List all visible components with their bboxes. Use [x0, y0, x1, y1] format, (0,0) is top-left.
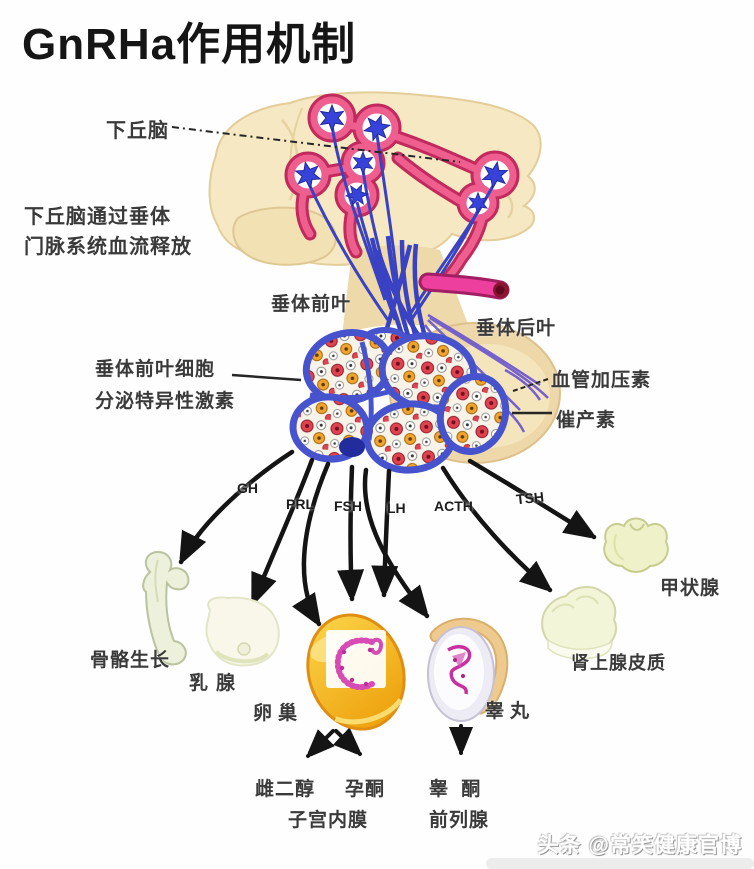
label-thyroid: 甲状腺 — [660, 578, 721, 599]
label-mammary-gland: 乳腺 — [189, 673, 244, 694]
downstream-arrows — [308, 724, 461, 756]
label-ovary: 卵巢 — [253, 703, 304, 724]
label-anterior-cells-line2: 分泌特异性激素 — [95, 391, 236, 412]
mammary-gland-icon — [205, 596, 280, 667]
label-prostate: 前列腺 — [429, 810, 490, 831]
pointer-lines — [171, 126, 552, 415]
label-hormone-fsh: FSH — [334, 498, 362, 514]
label-anterior-cells-line1: 垂体前叶细胞 — [95, 359, 216, 380]
label-hormone-lh: LH — [387, 500, 406, 516]
label-hypothalamus: 下丘脑 — [106, 120, 169, 142]
portal-vein-icon — [418, 272, 510, 300]
label-testosterone: 睾 酮 — [429, 779, 485, 800]
adrenal-cortex-icon — [541, 586, 617, 660]
page-title: GnRHa作用机制 — [22, 20, 357, 69]
label-estradiol: 雌二醇 — [255, 779, 316, 800]
label-hormone-gh: GH — [237, 480, 258, 496]
thyroid-icon — [603, 517, 669, 573]
bone-icon — [142, 550, 190, 666]
hormone-arrows — [178, 449, 594, 624]
label-portal-note-line1: 下丘脑通过垂体 — [24, 206, 171, 228]
label-endometrium: 子宫内膜 — [288, 810, 369, 831]
bottom-edge-band — [486, 858, 754, 869]
label-anterior-pituitary: 垂体前叶 — [271, 294, 352, 315]
anterior-pituitary-illustration — [289, 327, 510, 474]
label-vasopressin: 血管加压素 — [551, 370, 652, 391]
ovary-icon — [306, 613, 406, 731]
testis-icon — [427, 617, 509, 722]
label-hormone-prl: PRL — [286, 496, 314, 512]
label-hormone-tsh: TSH — [515, 488, 545, 508]
label-testis: 睾丸 — [485, 701, 536, 722]
label-adrenal-cortex: 肾上腺皮质 — [571, 653, 666, 673]
label-oxytocin: 催产素 — [556, 410, 617, 431]
label-portal-note-line2: 门脉系统血流释放 — [24, 236, 192, 258]
label-posterior-pituitary: 垂体后叶 — [476, 318, 557, 339]
watermark: 头条 @常笑健康官博 — [537, 834, 742, 857]
label-bone-growth: 骨骼生长 — [90, 650, 171, 671]
label-hormone-acth: ACTH — [434, 498, 473, 514]
label-progesterone: 孕酮 — [345, 779, 386, 800]
